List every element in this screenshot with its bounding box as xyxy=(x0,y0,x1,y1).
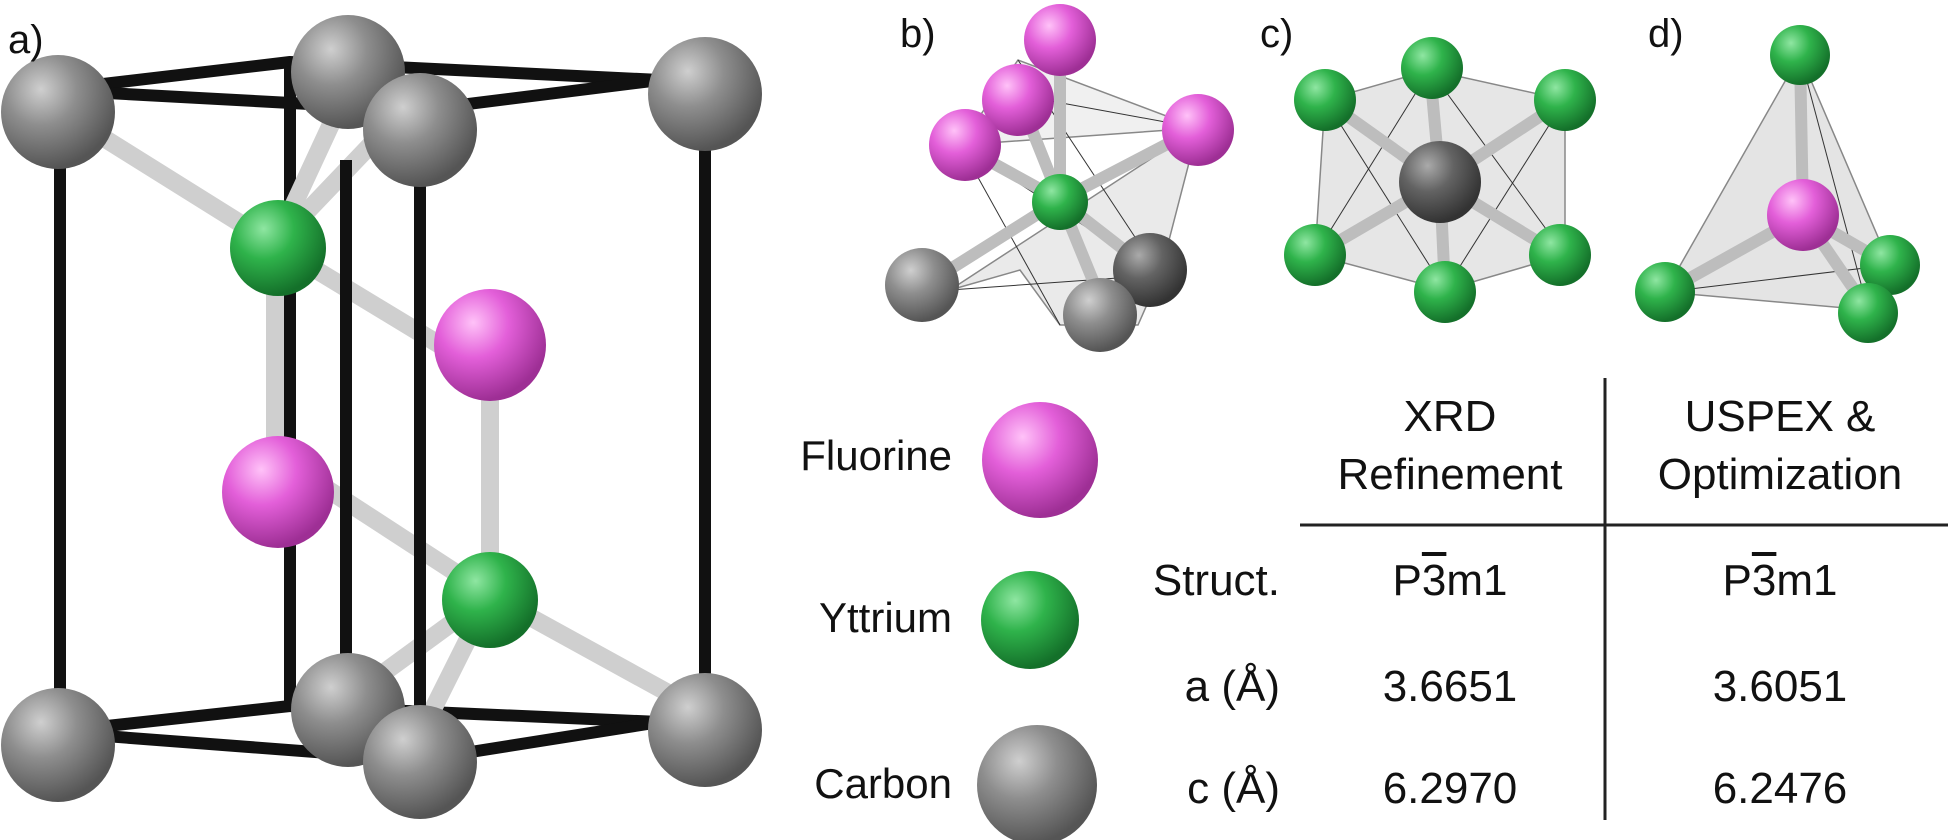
fluorine-atom xyxy=(1024,4,1096,76)
cell-xrd-c: 6.2970 xyxy=(1382,764,1518,813)
table-header-xrd: XRD Refinement xyxy=(1300,388,1600,504)
yttrium-atom xyxy=(230,200,326,296)
space-group-bar-digit: 3 xyxy=(1421,556,1447,605)
yttrium-atom xyxy=(1294,69,1356,131)
yttrium-atom xyxy=(1770,25,1830,85)
legend-fluorine-sphere xyxy=(982,402,1098,518)
row-label-structure: Struct. xyxy=(1152,556,1280,605)
yttrium-atom xyxy=(442,552,538,648)
yttrium-atom xyxy=(1401,37,1463,99)
table-header-uspex: USPEX & Optimization xyxy=(1612,388,1948,504)
header-line: Optimization xyxy=(1657,450,1903,499)
space-group-bar-digit: 3 xyxy=(1751,556,1777,605)
carbon-atom xyxy=(1,55,115,169)
coordination-panel-b xyxy=(885,4,1234,352)
carbon-atom xyxy=(363,705,477,819)
panel-label-b: b) xyxy=(900,12,936,56)
bonds xyxy=(66,96,699,744)
coordination-panel-d xyxy=(1635,25,1920,343)
space-group-prefix: P xyxy=(1722,556,1752,605)
yttrium-atom xyxy=(1838,283,1898,343)
space-group-prefix: P xyxy=(1392,556,1422,605)
yttrium-atom xyxy=(1635,262,1695,322)
yttrium-atom xyxy=(1284,224,1346,286)
fluorine-atom xyxy=(929,109,1001,181)
cell-uspex-a: 3.6051 xyxy=(1712,662,1848,711)
header-line: USPEX & xyxy=(1684,392,1876,441)
legend-yttrium-sphere xyxy=(981,571,1079,669)
yttrium-atom xyxy=(1529,224,1591,286)
row-label-c: c (Å) xyxy=(1187,764,1280,813)
legend-label-fluorine: Fluorine xyxy=(800,432,952,479)
cell-uspex-c: 6.2476 xyxy=(1712,764,1848,813)
fluorine-atom xyxy=(1162,94,1234,166)
fluorine-atom xyxy=(1767,179,1839,251)
header-line: XRD xyxy=(1403,392,1497,441)
yttrium-atom xyxy=(1032,174,1088,230)
yttrium-atom xyxy=(1860,235,1920,295)
legend-label-yttrium: Yttrium xyxy=(818,594,952,641)
carbon-atom xyxy=(1063,278,1137,352)
panel-label-c: c) xyxy=(1260,12,1294,56)
header-line: Refinement xyxy=(1337,450,1563,499)
space-group-suffix: m1 xyxy=(1446,556,1508,605)
carbon-atom xyxy=(648,37,762,151)
cell-xrd-structure: P3m1 xyxy=(1300,556,1600,606)
coordination-panel-c xyxy=(1284,37,1596,323)
legend-carbon-sphere xyxy=(977,725,1097,840)
cell-xrd-a: 3.6651 xyxy=(1382,662,1518,711)
legend-label-carbon: Carbon xyxy=(814,760,952,807)
cell-uspex-structure: P3m1 xyxy=(1612,556,1948,606)
space-group-suffix: m1 xyxy=(1776,556,1838,605)
yttrium-atom xyxy=(1414,261,1476,323)
carbon-atom xyxy=(1399,141,1481,223)
carbon-atom xyxy=(1,688,115,802)
panel-label-d: d) xyxy=(1648,12,1684,56)
unit-cell-panel-a xyxy=(1,15,762,819)
yttrium-atom xyxy=(1534,69,1596,131)
fluorine-atom xyxy=(222,436,334,548)
row-label-a: a (Å) xyxy=(1184,662,1280,711)
carbon-atom xyxy=(1113,233,1187,307)
carbon-atom xyxy=(885,248,959,322)
fluorine-atom xyxy=(982,64,1054,136)
panel-label-a: a) xyxy=(8,18,44,62)
carbon-atom xyxy=(648,673,762,787)
fluorine-atom xyxy=(434,289,546,401)
carbon-atom xyxy=(363,73,477,187)
